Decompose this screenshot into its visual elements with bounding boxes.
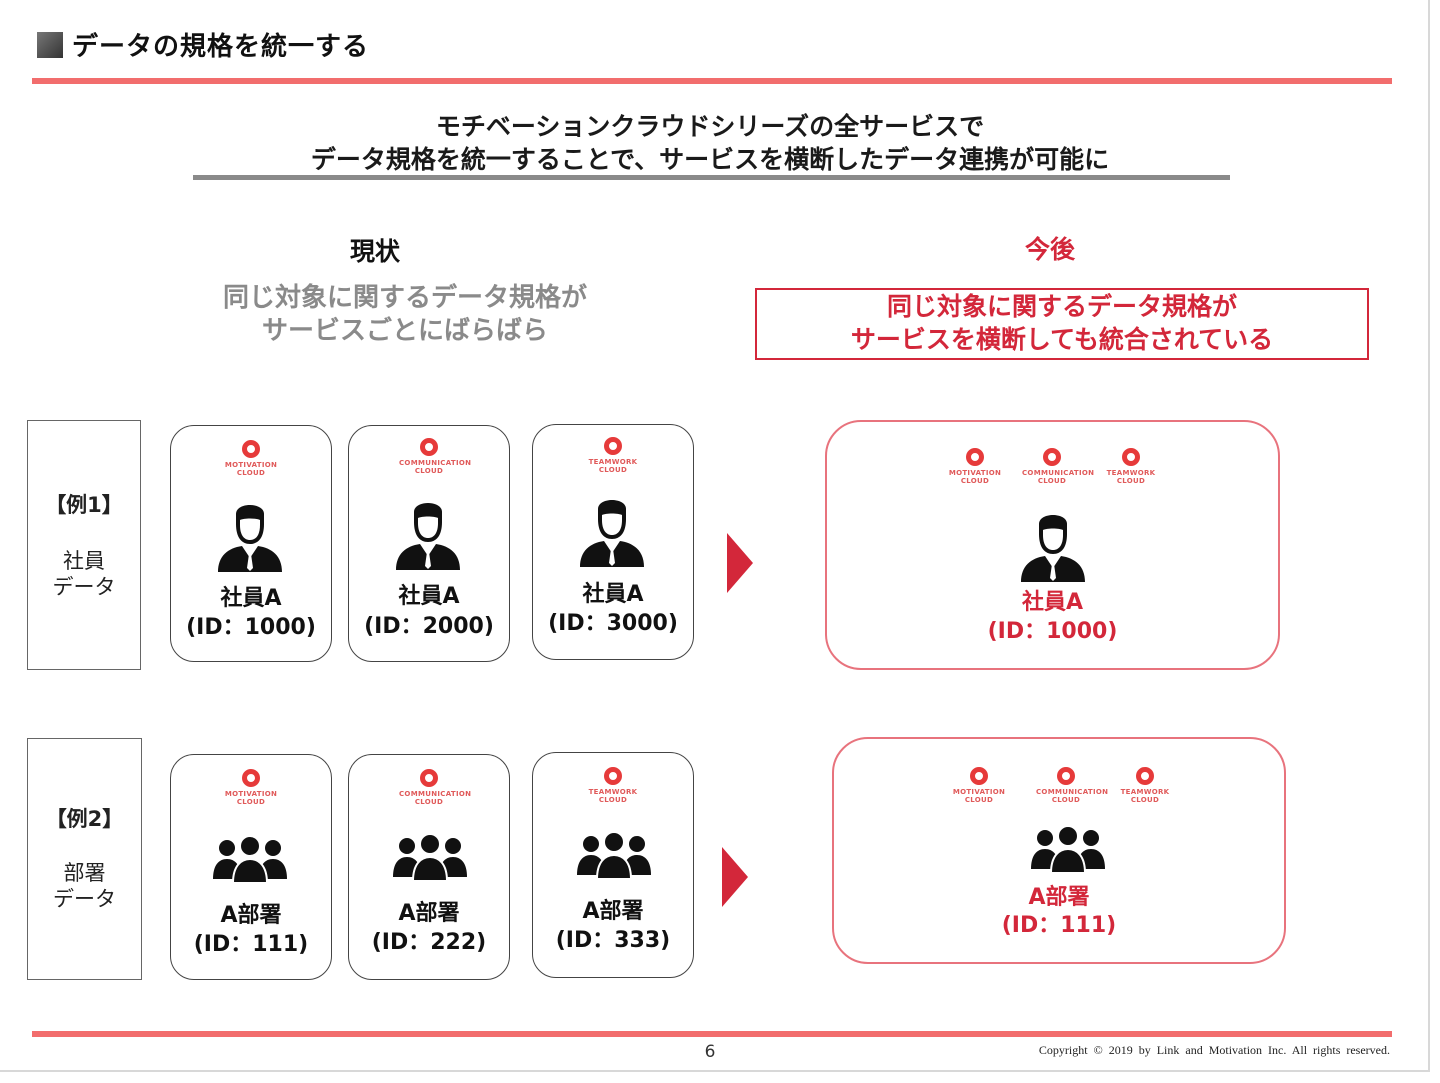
service-card: MOTIVATION CLOUD A部署 (ID：111) [170,754,332,980]
example2-label: 【例2】 [45,807,124,831]
group-icon [1031,825,1105,873]
record-name: A部署 [398,901,460,926]
record-name: 社員A [398,584,460,609]
teamwork-cloud-logo: TEAMWORK CLOUD [583,437,643,474]
record-id: (ID：3000) [548,611,678,636]
record-id: (ID：1000) [186,615,316,640]
motivation-cloud-logo: MOTIVATION CLOUD [221,440,281,477]
current-desc-line1: 同じ対象に関するデータ規格が [222,283,587,313]
merged-record-id: (ID：1000) [987,619,1118,644]
communication-cloud-logo: COMMUNICATION CLOUD [399,438,471,475]
service-card: MOTIVATION CLOUD 社員A (ID：1000) [170,425,332,662]
person-icon [580,500,644,567]
example1-label: 【例1】 [45,493,123,517]
group-icon [577,831,651,879]
record-name: A部署 [582,899,644,924]
header-divider [32,78,1392,84]
page-title: データの規格を統一する [72,32,370,62]
example1-type-line2: データ [52,575,116,599]
service-card: TEAMWORK CLOUD A部署 (ID：333) [532,752,694,978]
merged-record-name: 社員A [1021,590,1084,615]
record-id: (ID：333) [555,928,671,953]
communication-cloud-logo: COMMUNICATION CLOUD [399,769,471,806]
current-desc-line2: サービスごとにばらばら [261,316,548,346]
future-title: 今後 [1024,235,1075,264]
person-icon [218,505,282,572]
arrow-right-icon [727,533,753,593]
person-icon [1021,515,1085,582]
record-id: (ID：222) [371,930,487,955]
record-name: 社員A [220,586,282,611]
copyright: Copyright © 2019 by Link and Motivation … [1038,1043,1390,1057]
example1-label-box: 【例1】 社員 データ [27,420,141,670]
record-id: (ID：111) [193,932,309,957]
teamwork-cloud-logo: TEAMWORK CLOUD [583,767,643,804]
service-card: TEAMWORK CLOUD 社員A (ID：3000) [532,424,694,660]
example2-type-line2: データ [53,887,116,911]
communication-cloud-logo: COMMUNICATION CLOUD [1036,767,1108,804]
page-number: 6 [704,1042,716,1062]
current-description: 同じ対象に関するデータ規格が サービスごとにばらばら [190,282,620,348]
record-name: 社員A [582,582,644,607]
example2-type-line1: 部署 [63,861,106,885]
service-card: COMMUNICATION CLOUD A部署 (ID：222) [348,754,510,980]
footer-divider [32,1031,1392,1037]
future-description-box [755,288,1369,360]
communication-cloud-logo: COMMUNICATION CLOUD [1022,448,1094,485]
merged-record-box: MOTIVATION CLOUD COMMUNICATION CLOUD TEA… [832,737,1286,964]
motivation-cloud-logo: MOTIVATION CLOUD [221,769,281,806]
header-square-icon [37,32,63,58]
merged-record-id: (ID：111) [1001,913,1117,938]
group-icon [213,835,287,883]
motivation-cloud-logo: MOTIVATION CLOUD [945,448,1005,485]
record-name: A部署 [220,903,282,928]
merged-record-name: A部署 [1028,885,1090,910]
motivation-cloud-logo: MOTIVATION CLOUD [949,767,1009,804]
headline-line1: モチベーションクラウドシリーズの全サービスで [435,112,985,141]
record-id: (ID：2000) [364,614,494,639]
person-icon [396,503,460,570]
future-desc-line1: 同じ対象に関するデータ規格が [886,292,1237,321]
future-description: 同じ対象に関するデータ規格が サービスを横断しても統合されている [755,290,1369,356]
merged-record-box: MOTIVATION CLOUD COMMUNICATION CLOUD TEA… [825,420,1280,670]
arrow-right-icon [722,847,748,907]
headline-underline [193,175,1230,180]
teamwork-cloud-logo: TEAMWORK CLOUD [1115,767,1175,804]
example2-label-box: 【例2】 部署 データ [27,738,142,980]
teamwork-cloud-logo: TEAMWORK CLOUD [1101,448,1161,485]
group-icon [393,833,467,881]
current-title: 現状 [349,237,400,266]
service-card: COMMUNICATION CLOUD 社員A (ID：2000) [348,425,510,662]
example1-type-line1: 社員 [63,549,105,573]
future-desc-line2: サービスを横断しても統合されている [850,325,1274,354]
headline-line2: データ規格を統一することで、サービスを横断したデータ連携が可能に [310,145,1110,174]
